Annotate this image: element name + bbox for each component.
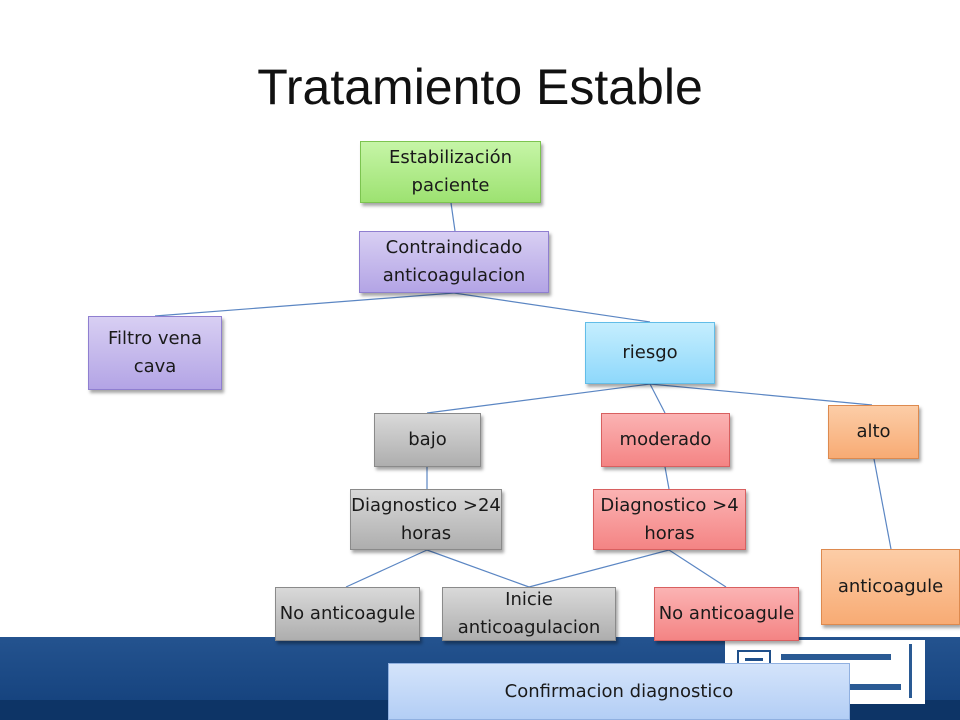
node-label: Estabilización paciente (388, 147, 513, 196)
node-label: riesgo (622, 342, 678, 364)
node-label: Confirmacion diagnostico (504, 680, 734, 702)
edge-contraindicado-filtro (154, 292, 455, 317)
node-filtro-vena-cava: Filtro vena cava (88, 316, 222, 390)
node-moderado: moderado (601, 413, 730, 467)
node-label: Diagnostico >24 horas (351, 494, 501, 544)
node-anticoagule: anticoagule (821, 549, 960, 625)
edge-diag4-inicie (528, 549, 670, 588)
node-bajo: bajo (374, 413, 481, 467)
node-alto: alto (828, 405, 919, 459)
node-label: No anticoagule (279, 603, 416, 625)
node-estabilizacion-paciente: Estabilización paciente (360, 141, 541, 203)
node-label: Filtro vena cava (107, 328, 202, 377)
edge-diag24-inicie (426, 549, 530, 588)
node-inicie-anticoagulacion: Inicie anticoagulacion (442, 587, 616, 641)
node-label: alto (856, 421, 891, 443)
edge-diag24-noanticoagule (345, 549, 428, 588)
logo-divider (909, 644, 912, 698)
edge-alto-anticoagule (873, 458, 892, 550)
edge-diag4-noanticoagule (668, 549, 727, 588)
page-title: Tratamiento Estable (257, 59, 703, 115)
node-confirmacion-diagnostico: Confirmacion diagnostico (388, 663, 850, 720)
node-label: Inicie anticoagulacion (457, 589, 601, 638)
node-label: moderado (619, 429, 712, 451)
edge-moderado-diag4 (664, 466, 670, 490)
edge-riesgo-alto (649, 383, 873, 406)
node-label: No anticoagule (658, 603, 795, 625)
node-no-anticoagule-moderado: No anticoagule (654, 587, 799, 641)
edge-estabilizacion-contraindicado (450, 202, 456, 232)
node-label: Diagnostico >4 horas (600, 494, 739, 544)
node-no-anticoagule-bajo: No anticoagule (275, 587, 420, 641)
logo-wordmark-line (781, 654, 891, 660)
edge-riesgo-bajo (426, 383, 651, 414)
edge-riesgo-moderado (649, 383, 666, 414)
node-label: anticoagule (837, 576, 944, 598)
edge-contraindicado-riesgo (453, 292, 651, 323)
node-diagnostico-4-horas: Diagnostico >4 horas (593, 489, 746, 550)
node-label: Contraindicado anticoagulacion (382, 237, 526, 286)
node-riesgo: riesgo (585, 322, 715, 384)
node-label: bajo (408, 429, 447, 451)
node-diagnostico-24-horas: Diagnostico >24 horas (350, 489, 502, 550)
node-contraindicado-anticoagulacion: Contraindicado anticoagulacion (359, 231, 549, 293)
